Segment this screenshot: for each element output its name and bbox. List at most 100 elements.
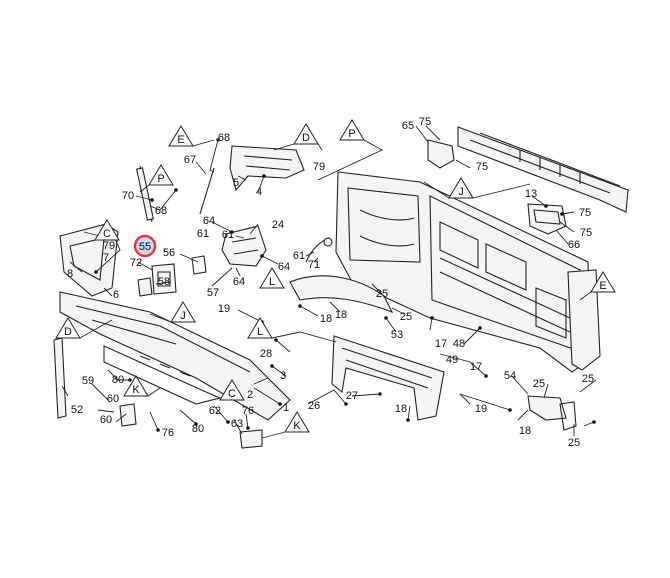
callout-52: 52 bbox=[71, 404, 83, 416]
callout-65: 65 bbox=[402, 120, 414, 132]
callout-76: 76 bbox=[162, 427, 174, 439]
svg-text:J: J bbox=[180, 310, 186, 322]
callout-24: 24 bbox=[272, 219, 284, 231]
callout-76: 76 bbox=[242, 405, 254, 417]
callout-1: 1 bbox=[283, 402, 289, 414]
callout-63: 63 bbox=[231, 418, 243, 430]
callout-6: 6 bbox=[113, 289, 119, 301]
part-end-cap bbox=[567, 269, 601, 371]
view-marker-d-left: D bbox=[55, 317, 113, 339]
callout-13: 13 bbox=[525, 188, 537, 200]
part-lower-bracket-left bbox=[119, 403, 137, 427]
svg-text:E: E bbox=[599, 280, 606, 292]
callout-25: 25 bbox=[400, 311, 412, 323]
view-marker-j-mid: J bbox=[149, 301, 196, 323]
part-lower-bracket-right bbox=[239, 429, 263, 449]
view-marker-j-top: J bbox=[423, 177, 531, 199]
callout-75: 75 bbox=[580, 227, 592, 239]
view-marker-c-left: C bbox=[94, 219, 120, 241]
callout-61: 61 bbox=[293, 250, 305, 262]
callout-61: 61 bbox=[222, 229, 234, 241]
callout-18: 18 bbox=[320, 313, 332, 325]
callout-64: 64 bbox=[203, 215, 215, 227]
part-upper-rail bbox=[457, 126, 629, 213]
callout-17: 17 bbox=[470, 361, 482, 373]
callout-18: 18 bbox=[395, 403, 407, 415]
callout-59: 59 bbox=[82, 375, 94, 387]
part-hinge-bracket bbox=[427, 139, 455, 169]
callout-79: 79 bbox=[103, 240, 115, 252]
callout-75: 75 bbox=[419, 116, 431, 128]
svg-text:D: D bbox=[64, 326, 72, 338]
callout-27: 27 bbox=[346, 390, 358, 402]
callout-75: 75 bbox=[579, 207, 591, 219]
svg-text:E: E bbox=[177, 134, 184, 146]
callout-60: 60 bbox=[107, 393, 119, 405]
callout-72: 72 bbox=[130, 257, 142, 269]
callout-18: 18 bbox=[335, 309, 347, 321]
view-marker-k-lower: K bbox=[261, 411, 310, 439]
part-side-strip bbox=[53, 337, 67, 419]
part-lamp-bracket bbox=[527, 203, 567, 235]
callout-7: 7 bbox=[103, 252, 109, 264]
view-marker-e-top: E bbox=[168, 125, 215, 147]
highlighted-callout-55[interactable]: 55 bbox=[133, 234, 157, 258]
callout-49: 49 bbox=[446, 354, 458, 366]
callout-67: 67 bbox=[184, 154, 196, 166]
callout-79: 79 bbox=[313, 161, 325, 173]
callout-28: 28 bbox=[260, 348, 272, 360]
callout-80: 80 bbox=[112, 374, 124, 386]
callout-8: 8 bbox=[67, 268, 73, 280]
svg-text:K: K bbox=[293, 420, 301, 432]
view-marker-e-right: E bbox=[579, 271, 616, 301]
svg-text:D: D bbox=[302, 132, 310, 144]
callout-25: 25 bbox=[568, 437, 580, 449]
view-marker-p-top: P bbox=[317, 119, 383, 181]
callout-57: 57 bbox=[207, 287, 219, 299]
callout-68: 68 bbox=[218, 132, 230, 144]
callout-80: 80 bbox=[192, 423, 204, 435]
part-corner-bracket bbox=[527, 395, 567, 421]
callout-4: 4 bbox=[256, 186, 262, 198]
svg-text:J: J bbox=[458, 186, 464, 198]
view-marker-l-mid: L bbox=[259, 267, 285, 289]
part-outer-panel bbox=[59, 291, 291, 421]
callout-labels: 68 67 70 68 79 5 4 65 75 75 13 75 75 66 … bbox=[67, 116, 594, 449]
callout-53: 53 bbox=[391, 329, 403, 341]
callout-70: 70 bbox=[122, 190, 134, 202]
svg-text:C: C bbox=[103, 228, 111, 240]
callout-18: 18 bbox=[519, 425, 531, 437]
callout-5: 5 bbox=[233, 177, 239, 189]
callout-66: 66 bbox=[568, 239, 580, 251]
callout-54: 54 bbox=[504, 370, 516, 382]
view-marker-d-top: D bbox=[273, 123, 323, 151]
svg-text:P: P bbox=[157, 173, 164, 185]
callout-26: 26 bbox=[308, 400, 320, 412]
view-marker-l-lower: L bbox=[247, 317, 337, 343]
part-deflector bbox=[289, 275, 394, 314]
leader-lines bbox=[61, 125, 597, 436]
part-trim-frame bbox=[331, 335, 445, 421]
svg-text:C: C bbox=[228, 388, 236, 400]
highlighted-callout-label: 55 bbox=[139, 241, 151, 253]
svg-text:L: L bbox=[257, 326, 263, 338]
callout-75: 75 bbox=[476, 161, 488, 173]
callout-2: 2 bbox=[247, 389, 253, 401]
view-marker-p-left: P bbox=[139, 164, 174, 193]
callout-64: 64 bbox=[278, 261, 290, 273]
callout-56: 56 bbox=[163, 247, 175, 259]
callout-68: 68 bbox=[155, 205, 167, 217]
svg-text:P: P bbox=[348, 128, 355, 140]
callout-62: 62 bbox=[209, 405, 221, 417]
view-marker-k-left: K bbox=[123, 375, 161, 397]
callout-25: 25 bbox=[582, 373, 594, 385]
callout-64: 64 bbox=[233, 276, 245, 288]
callout-58: 58 bbox=[158, 276, 170, 288]
parts-artwork bbox=[53, 126, 629, 449]
callout-19: 19 bbox=[218, 303, 230, 315]
callout-25: 25 bbox=[533, 378, 545, 390]
callout-48: 48 bbox=[453, 338, 465, 350]
callout-60: 60 bbox=[100, 414, 112, 426]
callout-19: 19 bbox=[475, 403, 487, 415]
